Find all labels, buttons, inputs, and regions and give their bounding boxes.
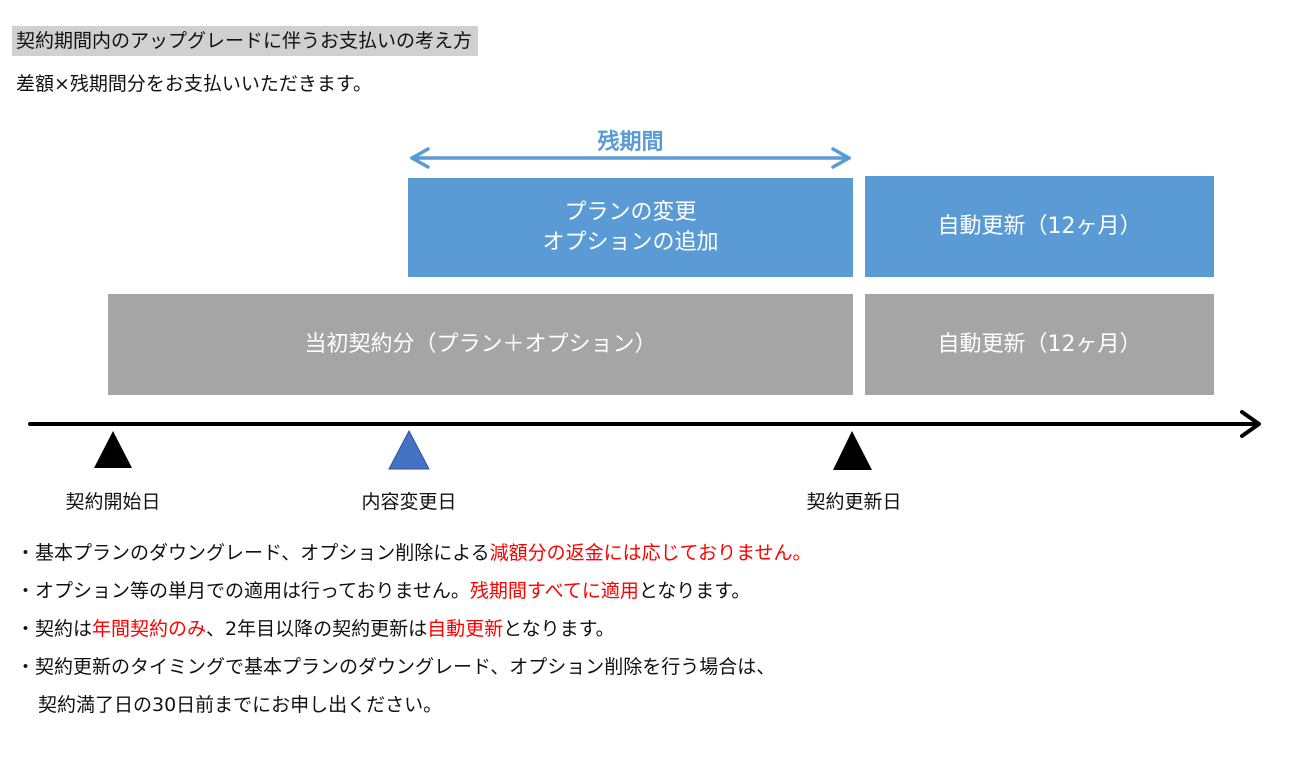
note-item: ・契約は年間契約のみ、2年目以降の契約更新は自動更新となります。 [16,610,812,648]
note-highlight: 年間契約のみ [92,618,207,640]
note-text: ・契約更新のタイミングで基本プランのダウングレード、オプション削除を行う場合は、 [16,656,776,678]
auto-renew-upper-box: 自動更新（12ヶ月） [865,176,1214,277]
remaining-period-arrow [410,147,851,169]
auto-renew-upper-label: 自動更新（12ヶ月） [937,213,1142,239]
notes-list: ・基本プランのダウングレード、オプション削除による減額分の返金には応じておりませ… [16,534,812,724]
note-text: 、2年目以降の契約更新は [206,618,428,640]
renewal-date-label: 契約更新日 [806,491,902,513]
change-date-marker [388,429,430,470]
remaining-period-label: 残期間 [597,130,664,155]
note-highlight: 自動更新 [427,618,504,640]
note-text: ・契約は [16,618,93,640]
note-text: 契約満了日の30日前までにお申し出ください。 [38,694,443,716]
note-text: ・基本プランのダウングレード、オプション削除による [16,542,490,564]
note-item: ・基本プランのダウングレード、オプション削除による減額分の返金には応じておりませ… [16,534,812,572]
auto-renew-lower-label: 自動更新（12ヶ月） [937,331,1142,357]
contract-start-label: 契約開始日 [65,491,161,513]
note-text: ・オプション等の単月での適用は行っておりません。 [16,580,470,602]
page-subtitle: 差額×残期間分をお支払いいただきます。 [16,73,373,95]
note-text: となります。 [503,618,615,640]
change-date-label: 内容変更日 [361,491,457,513]
plan-change-box: プランの変更 オプションの追加 [408,178,853,277]
note-highlight: 減額分の返金には応じておりません。 [489,542,812,564]
option-add-label: オプションの追加 [542,229,719,255]
note-item: ・オプション等の単月での適用は行っておりません。残期間すべてに適用となります。 [16,572,812,610]
plan-change-label: プランの変更 [564,199,697,225]
note-item-continuation: 契約満了日の30日前までにお申し出ください。 [16,686,812,724]
note-text: となります。 [638,580,751,602]
auto-renew-lower-box: 自動更新（12ヶ月） [865,294,1214,395]
note-highlight: 残期間すべてに適用 [469,580,639,602]
renewal-date-marker [833,431,872,470]
initial-contract-label: 当初契約分（プラン＋オプション） [304,331,657,357]
timeline-axis [28,410,1261,438]
contract-start-marker [94,431,132,468]
initial-contract-box: 当初契約分（プラン＋オプション） [108,294,853,395]
note-item: ・契約更新のタイミングで基本プランのダウングレード、オプション削除を行う場合は、 [16,648,812,686]
page-title: 契約期間内のアップグレードに伴うお支払いの考え方 [12,26,479,56]
